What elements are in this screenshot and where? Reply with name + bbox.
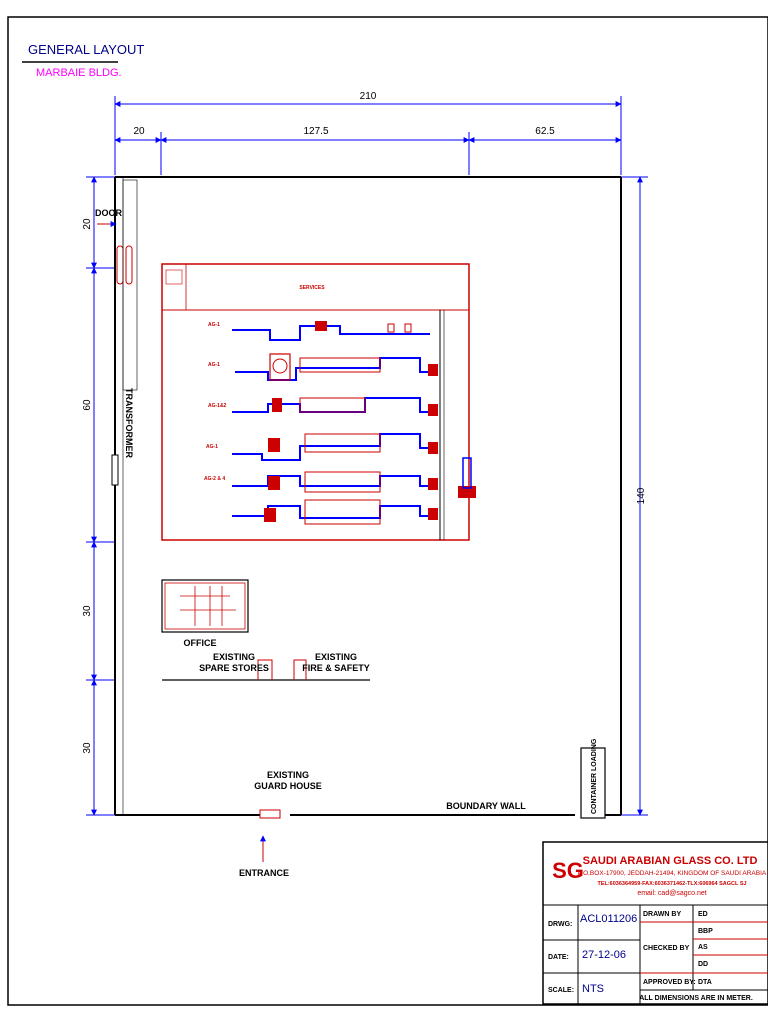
transformer-label: TRANSFORMER — [124, 388, 134, 458]
dimensions-note: ALL DIMENSIONS ARE IN METER. — [639, 995, 753, 1002]
svg-text:AG-1: AG-1 — [208, 322, 220, 328]
guard-house — [259, 809, 281, 819]
company-name: SAUDI ARABIAN GLASS CO. LTD — [583, 855, 758, 867]
drwg-label: DRWG: — [548, 921, 572, 928]
dim-overall-width: 210 — [360, 91, 377, 102]
drawing-title: GENERAL LAYOUT — [28, 42, 144, 57]
guard-house-label-2: GUARD HOUSE — [254, 781, 322, 791]
company-logo: SG — [552, 858, 584, 883]
drawing-subtitle: MARBAIE BLDG. — [36, 67, 122, 79]
spare-stores-label-2: SPARE STORES — [199, 663, 269, 673]
spare-stores-label-1: EXISTING — [213, 652, 255, 662]
plant-line-6 — [232, 499, 438, 525]
entrance-label: ENTRANCE — [239, 868, 289, 878]
lpg-tank-1 — [116, 245, 124, 285]
company-email: email: cad@sagco.net — [637, 890, 706, 897]
boundary-wall-label: BOUNDARY WALL — [446, 801, 526, 811]
company-tel: TEL:6036364959-FAX:6036371462-TLX:606964… — [597, 881, 746, 887]
dim-vert-30a: 30 — [82, 605, 93, 617]
date-label: DATE: — [548, 954, 569, 961]
title-block — [542, 841, 768, 1005]
date-value: 27-12-06 — [582, 949, 626, 961]
checked-by-label: CHECKED BY — [643, 945, 690, 952]
horizontal-dimensions — [114, 96, 622, 175]
dim-seg-left: 20 — [133, 126, 145, 137]
plant-building: SERVICES — [161, 263, 476, 541]
plant-line-1: AG-1 — [208, 321, 430, 341]
scale-value: NTS — [582, 983, 604, 995]
office-building — [161, 579, 249, 633]
approved-by-label: APPROVED BY: — [643, 979, 696, 986]
fire-safety-label-1: EXISTING — [315, 652, 357, 662]
drawn-by-value: ED — [698, 911, 708, 918]
svg-text:AG-1&2: AG-1&2 — [208, 403, 227, 409]
container-loading-label: CONTAINER LOADING — [591, 738, 598, 814]
office-label: OFFICE — [184, 638, 217, 648]
services-label: SERVICES — [299, 285, 325, 291]
lpg-tank-2 — [125, 245, 133, 285]
svg-text:AG-1: AG-1 — [206, 444, 218, 450]
svg-text:AG-2 & 4: AG-2 & 4 — [204, 476, 225, 482]
fire-safety-label-2: FIRE & SAFETY — [302, 663, 370, 673]
boundary — [114, 176, 622, 816]
checked-value-1: BBP — [698, 928, 713, 935]
container-loading — [580, 747, 606, 819]
dim-seg-right: 62.5 — [535, 126, 555, 137]
dim-seg-mid: 127.5 — [303, 126, 328, 137]
door-label: DOOR — [95, 208, 123, 218]
plant-line-2: AG-1 — [208, 353, 438, 381]
checked-value-3: DD — [698, 961, 708, 968]
dim-vert-20: 20 — [82, 218, 93, 230]
plant-line-4: AG-1 — [206, 433, 438, 461]
dim-vert-60: 60 — [82, 399, 93, 411]
vertical-dimensions — [86, 176, 648, 816]
guard-house-label-1: EXISTING — [267, 770, 309, 780]
drawn-by-label: DRAWN BY — [643, 911, 681, 918]
plant-line-5: AG-2 & 4 — [204, 471, 438, 493]
approved-by-value: DTA — [698, 979, 712, 986]
scale-label: SCALE: — [548, 987, 574, 994]
dim-vert-30b: 30 — [82, 742, 93, 754]
dim-overall-height: 140 — [636, 487, 647, 504]
plant-line-3: AG-1&2 — [208, 397, 438, 416]
drwg-value: ACL011206 — [580, 913, 637, 925]
company-address: P.O.BOX-17900, JEDDAH-21494, KINGDOM OF … — [578, 870, 767, 877]
svg-text:AG-1: AG-1 — [208, 362, 220, 368]
checked-value-2: AS — [698, 944, 708, 951]
sheet-border — [7, 16, 768, 1006]
